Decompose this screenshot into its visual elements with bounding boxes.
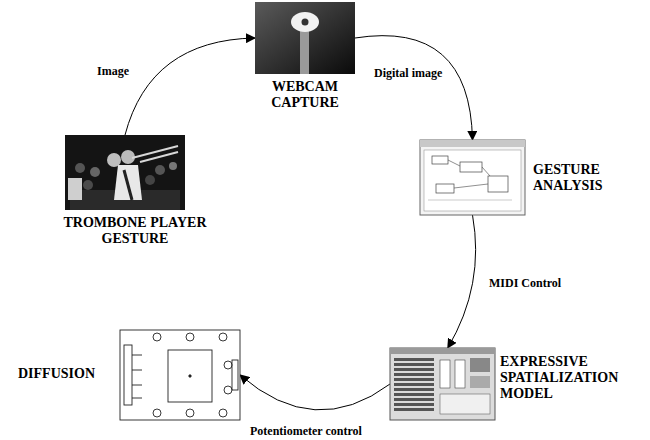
- photo-node: TROMBONE PLAYER GESTURE: [65, 135, 185, 210]
- edge-label: Potentiometer control: [248, 424, 364, 438]
- node-label: EXPRESSIVE SPATIALIZATION MODEL: [500, 354, 640, 402]
- plan-node: DIFFUSION: [120, 330, 240, 420]
- flow-arrow: [448, 215, 476, 348]
- flow-arrow: [125, 38, 255, 135]
- screenshot-node: EXPRESSIVE SPATIALIZATION MODEL: [390, 348, 495, 420]
- screenshot-node: GESTURE ANALYSIS: [420, 140, 525, 215]
- webcam-node: WEBCAM CAPTURE: [255, 2, 355, 74]
- edge-label: Digital image: [372, 66, 444, 80]
- analysis-screenshot: [420, 140, 525, 215]
- edge-label: MIDI Control: [487, 276, 563, 290]
- node-label: GESTURE ANALYSIS: [533, 162, 628, 194]
- webcam-photo: [255, 2, 355, 74]
- spatialization-screenshot: [390, 348, 495, 420]
- flow-arrow: [355, 36, 473, 140]
- edge-label: Image: [95, 64, 131, 78]
- node-label: TROMBONE PLAYER GESTURE: [55, 215, 215, 247]
- node-label: DIFFUSION: [18, 366, 108, 382]
- node-label: WEBCAM CAPTURE: [255, 79, 355, 111]
- flow-arrow: [240, 375, 390, 410]
- trombone-photo: [65, 135, 185, 210]
- diffusion-plan: [120, 330, 240, 420]
